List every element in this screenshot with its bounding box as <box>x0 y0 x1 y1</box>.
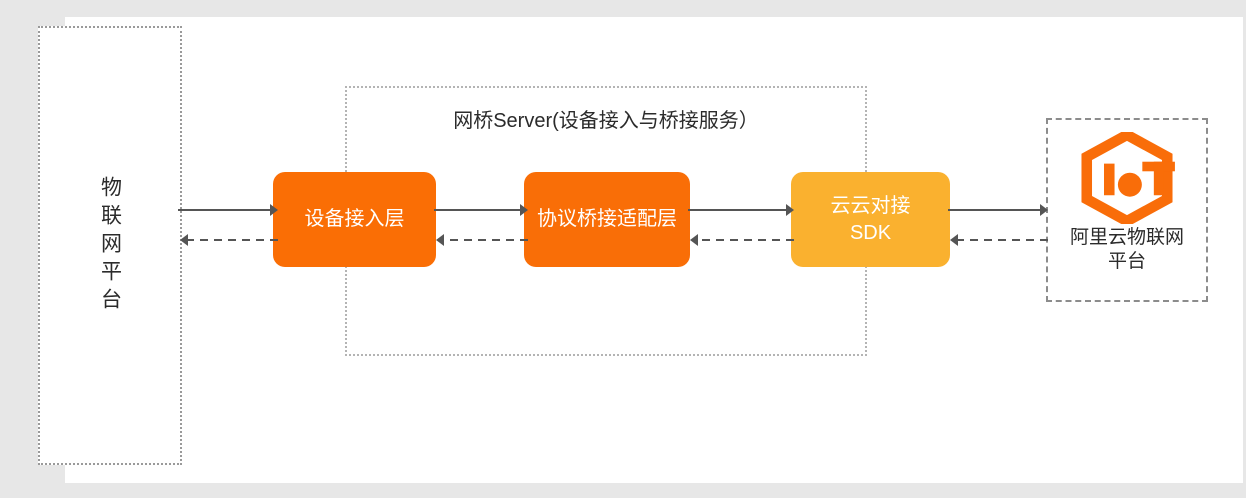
node-alibaba-cloud-iot[interactable]: 阿里云物联网平台 <box>1046 118 1208 302</box>
node-device-access[interactable]: 设备接入层 <box>273 172 436 267</box>
node-cloud-sdk[interactable]: 云云对接 SDK <box>791 172 950 267</box>
node-cloud-sdk-label-line2: SDK <box>849 221 892 244</box>
node-cloud-sdk-label-line1: 云云对接 <box>830 194 911 217</box>
node-cloud-sdk-label: 云云对接 SDK <box>831 193 911 247</box>
node-device-access-label: 设备接入层 <box>304 208 405 230</box>
group-bridge-server-title: 网桥Server(设备接入与桥接服务） <box>453 110 759 132</box>
node-alibaba-cloud-iot-label: 阿里云物联网平台 <box>1069 227 1184 272</box>
iot-hexagon-logo <box>1081 132 1175 224</box>
node-iot-platform[interactable]: 物联网平台 <box>38 26 182 465</box>
node-iot-platform-label: 物联网平台 <box>98 175 122 316</box>
node-protocol-adapter[interactable]: 协议桥接适配层 <box>524 172 690 267</box>
node-protocol-adapter-label: 协议桥接适配层 <box>537 208 677 230</box>
